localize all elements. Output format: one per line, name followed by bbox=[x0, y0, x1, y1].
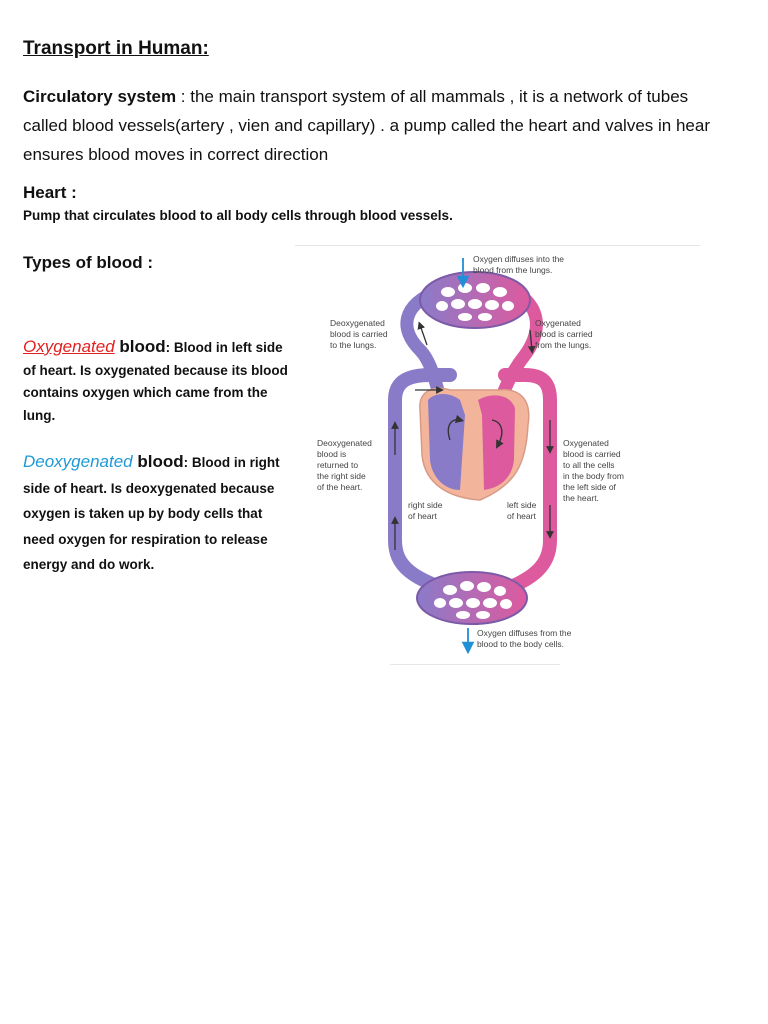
oxygenated-blood-word: blood bbox=[114, 337, 166, 356]
body-capillary-holes bbox=[434, 581, 512, 619]
intro-paragraph: Circulatory system : the main transport … bbox=[23, 82, 713, 169]
deoxygenated-keyword: Deoxygenated bbox=[23, 452, 133, 471]
lung-capillary-holes bbox=[436, 283, 514, 321]
oxy-systemic-vessel bbox=[483, 368, 557, 602]
label-deoxy-to-lungs: Deoxygenated blood is carried to the lun… bbox=[330, 318, 388, 350]
page-title: Transport in Human: bbox=[23, 38, 209, 59]
heart-definition: Pump that circulates blood to all body c… bbox=[23, 208, 453, 223]
circulation-svg bbox=[388, 258, 557, 655]
deoxygenated-paragraph: Deoxygenated blood: Blood in right side … bbox=[23, 449, 288, 578]
figure-top-rule bbox=[295, 245, 700, 246]
circulation-diagram: Oxygen diffuses into the blood from the … bbox=[300, 250, 700, 660]
label-right-side: right side of heart bbox=[408, 500, 443, 521]
oxygenated-paragraph: Oxygenated blood: Blood in left side of … bbox=[23, 336, 288, 427]
label-oxy-to-body: Oxygenated blood is carried to all the c… bbox=[563, 438, 624, 503]
label-body-out: Oxygen diffuses from the blood to the bo… bbox=[477, 628, 572, 649]
heart-heading: Heart : bbox=[23, 183, 77, 202]
deoxygenated-blood-word: blood bbox=[132, 452, 184, 471]
label-lungs-in: Oxygen diffuses into the blood from the … bbox=[473, 254, 565, 275]
intro-text: the main transport system of all mammals… bbox=[23, 87, 710, 164]
label-deoxy-returned: Deoxygenated blood is returned to the ri… bbox=[317, 438, 372, 492]
heart-shape bbox=[419, 387, 530, 501]
intro-separator: : bbox=[176, 87, 191, 106]
flow-arrows bbox=[391, 321, 554, 550]
label-oxy-from-lungs: Oxygenated blood is carried from the lun… bbox=[535, 318, 593, 350]
deoxygenated-text: : Blood in right side of heart. Is deoxy… bbox=[23, 455, 280, 572]
oxygenated-text: : Blood in left side of heart. Is oxygen… bbox=[23, 340, 288, 423]
label-left-side: left side of heart bbox=[507, 500, 537, 521]
figure-bottom-rule bbox=[390, 664, 560, 665]
types-heading: Types of blood : bbox=[23, 253, 154, 272]
body-capillary-bed bbox=[416, 571, 528, 625]
oxygenated-keyword: Oxygenated bbox=[23, 337, 115, 356]
intro-term: Circulatory system bbox=[23, 87, 177, 106]
